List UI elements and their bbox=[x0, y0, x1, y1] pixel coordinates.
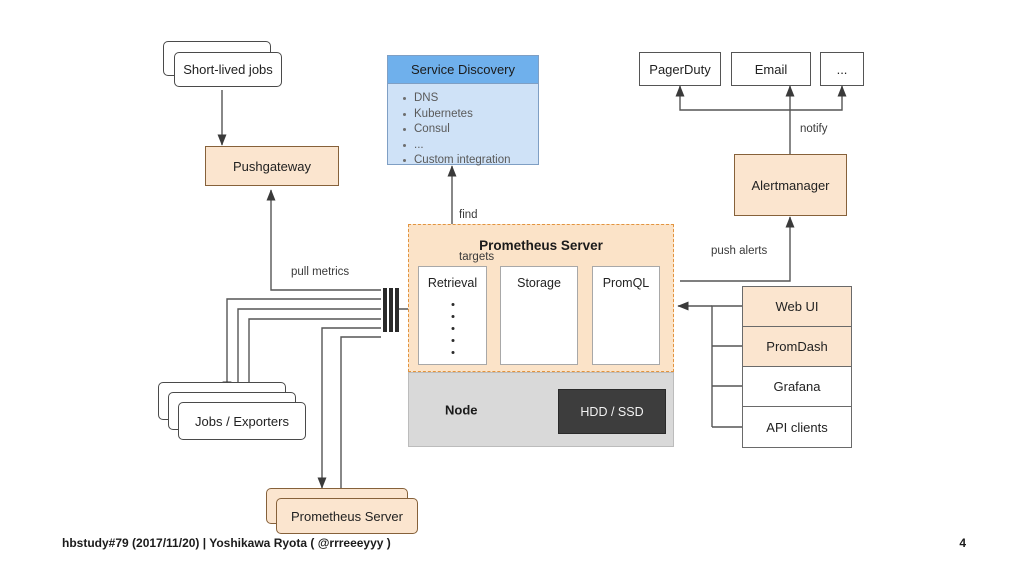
node-label: Node bbox=[445, 402, 478, 417]
client-row-promdash[interactable]: PromDash bbox=[743, 327, 851, 367]
client-row-web-ui[interactable]: Web UI bbox=[743, 287, 851, 327]
wire-alertmanager-to-other bbox=[790, 85, 847, 111]
retrieval-box[interactable]: Retrieval bbox=[418, 266, 487, 365]
client-row-api-clients[interactable]: API clients bbox=[743, 407, 851, 447]
wire-alertmanager-to-pagerduty bbox=[675, 85, 790, 111]
jobs-exporters-box[interactable]: Jobs / Exporters bbox=[178, 402, 306, 440]
alertmanager-box[interactable]: Alertmanager bbox=[734, 154, 847, 216]
clients-stack: Web UI PromDash Grafana API clients bbox=[742, 286, 852, 448]
service-discovery-item: DNS bbox=[403, 91, 538, 107]
edge-label-find: find bbox=[459, 209, 478, 221]
service-discovery-title: Service Discovery bbox=[388, 56, 538, 84]
retrieval-label: Retrieval bbox=[427, 276, 478, 290]
edge-label-targets: targets bbox=[459, 251, 495, 263]
email-box[interactable]: Email bbox=[731, 52, 811, 86]
client-label: PromDash bbox=[766, 339, 828, 354]
alertmanager-label: Alertmanager bbox=[751, 177, 830, 193]
wire-clients-trunk bbox=[711, 305, 742, 427]
edge-label-notify: notify bbox=[800, 123, 828, 135]
service-discovery-box[interactable]: Service Discovery DNS Kubernetes Consul … bbox=[387, 55, 539, 166]
client-label: Web UI bbox=[775, 299, 819, 314]
scrape-bus-bar bbox=[389, 288, 393, 332]
pagerduty-box[interactable]: PagerDuty bbox=[639, 52, 721, 86]
pushgateway-box[interactable]: Pushgateway bbox=[205, 146, 339, 186]
other-targets-label: ... bbox=[836, 61, 848, 77]
short-lived-jobs-label: Short-lived jobs bbox=[183, 62, 273, 77]
storage-box[interactable]: Storage bbox=[500, 266, 578, 365]
service-discovery-item: ... bbox=[403, 138, 538, 154]
hdd-ssd-label: HDD / SSD bbox=[580, 404, 644, 419]
scrape-bus-bar bbox=[383, 288, 387, 332]
storage-label: Storage bbox=[517, 276, 561, 290]
service-discovery-item: Kubernetes bbox=[403, 107, 538, 123]
wire-bus-to-exporter-1 bbox=[222, 298, 381, 393]
promql-label: PromQL bbox=[602, 276, 650, 290]
wire-bus-to-federation-2 bbox=[336, 336, 381, 501]
client-label: Grafana bbox=[773, 379, 821, 394]
client-label: API clients bbox=[766, 419, 828, 435]
scrape-bus-bar bbox=[395, 288, 399, 332]
footer-page-number: 4 bbox=[959, 536, 966, 550]
edge-label-find-targets: find targets bbox=[459, 180, 494, 292]
federated-prometheus-server-label: Prometheus Server bbox=[291, 508, 403, 524]
retrieval-dots-icon bbox=[451, 303, 454, 354]
service-discovery-item: Consul bbox=[403, 122, 538, 138]
pagerduty-label: PagerDuty bbox=[649, 61, 711, 77]
pushgateway-label: Pushgateway bbox=[232, 158, 312, 174]
other-targets-box[interactable]: ... bbox=[820, 52, 864, 86]
service-discovery-list: DNS Kubernetes Consul ... Custom integra… bbox=[388, 84, 538, 169]
jobs-exporters-label: Jobs / Exporters bbox=[195, 413, 289, 429]
wire-bus-to-federation-1 bbox=[317, 327, 381, 489]
email-label: Email bbox=[754, 61, 788, 77]
promql-box[interactable]: PromQL bbox=[592, 266, 660, 365]
prometheus-server-title: Prometheus Server bbox=[479, 238, 603, 253]
edge-label-pull-metrics: pull metrics bbox=[291, 266, 350, 278]
hdd-ssd-box[interactable]: HDD / SSD bbox=[558, 389, 666, 434]
service-discovery-item: Custom integration bbox=[403, 153, 538, 169]
short-lived-jobs-box[interactable]: Short-lived jobs bbox=[174, 52, 282, 87]
federated-prometheus-server-box[interactable]: Prometheus Server bbox=[276, 498, 418, 534]
client-row-grafana[interactable]: Grafana bbox=[743, 367, 851, 407]
edge-label-push-alerts: push alerts bbox=[711, 245, 768, 257]
footer-credit: hbstudy#79 (2017/11/20) | Yoshikawa Ryot… bbox=[62, 536, 391, 550]
